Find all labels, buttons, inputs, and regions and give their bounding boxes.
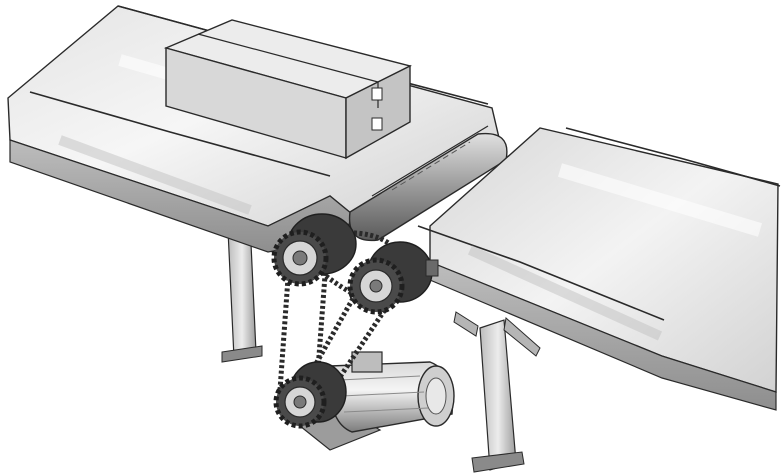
chain-drive [271, 213, 439, 429]
carton-box [163, 19, 412, 160]
upper-sprocket [271, 213, 357, 287]
right-guide-rail-near [417, 225, 665, 321]
right-conveyor [417, 127, 781, 473]
motor-junction-box [351, 351, 383, 373]
right-conveyor-legs [453, 311, 541, 473]
right-guide-rail-far [565, 127, 781, 187]
electric-motor [298, 351, 455, 451]
carton-end [345, 64, 411, 160]
left-guide-rail-near [29, 91, 331, 177]
middle-sprocket [347, 241, 439, 315]
motor-sprocket [273, 361, 347, 429]
